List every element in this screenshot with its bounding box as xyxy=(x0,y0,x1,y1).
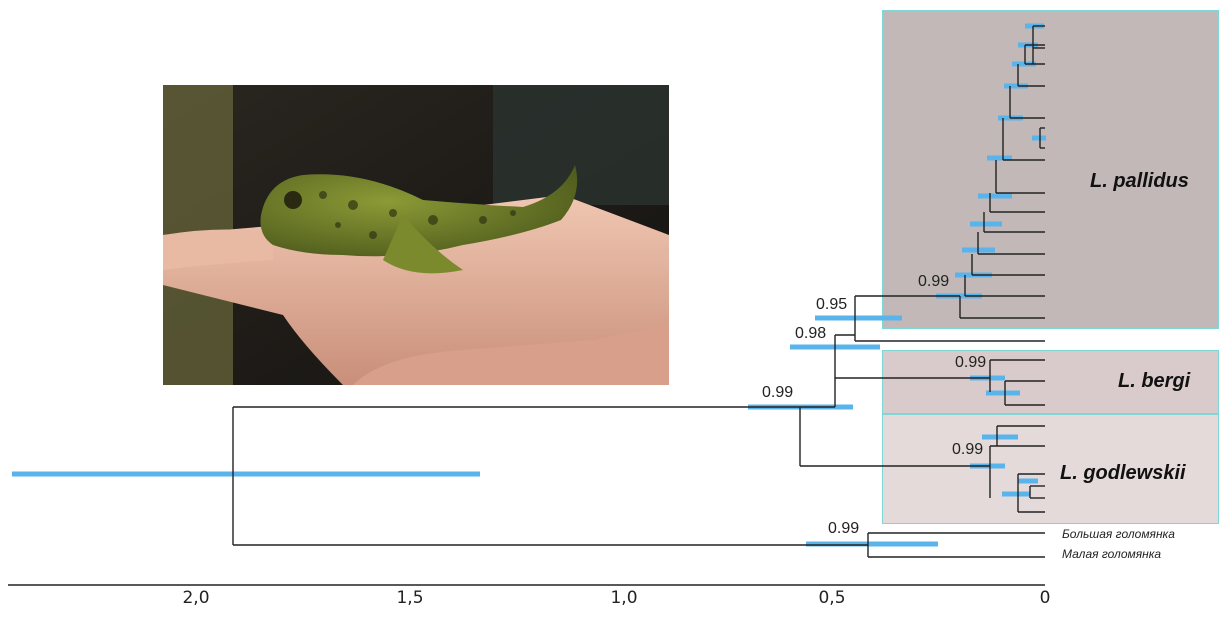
axis-tick-label: 1,0 xyxy=(610,588,638,608)
hpd-interval-bar xyxy=(1012,61,1036,67)
axis-tick-label: 1,5 xyxy=(396,588,424,608)
hpd-interval-bar xyxy=(970,221,1002,227)
tree-branches xyxy=(232,25,1045,558)
outgroup-label-small: Малая голомянка xyxy=(1062,547,1162,561)
axis-tick-label: 0,5 xyxy=(818,588,846,608)
axis-tick-label: 2,0 xyxy=(182,588,210,608)
fish-photo xyxy=(163,85,669,385)
hpd-interval-bar xyxy=(987,155,1012,161)
axis-tick-label: 0 xyxy=(1039,588,1051,608)
hpd-interval-bar xyxy=(982,434,1018,440)
hpd-interval-bar xyxy=(12,471,480,477)
clade-box-bergi xyxy=(882,350,1219,414)
hpd-interval-bar xyxy=(815,315,902,321)
clade-box-pallidus xyxy=(882,10,1219,329)
support-root-outgroup: 0.99 xyxy=(828,520,860,537)
fish-in-hand-image xyxy=(163,85,669,385)
hpd-interval-bar xyxy=(986,390,1020,396)
support-godlewskii-crown: 0.99 xyxy=(952,441,984,458)
support-pallidus-stem: 0.95 xyxy=(816,296,848,313)
support-bergi-crown: 0.99 xyxy=(955,354,987,371)
clade-box-godlewskii xyxy=(882,414,1219,524)
hpd-interval-bar xyxy=(1032,135,1046,141)
clade-label-pallidus: L. pallidus xyxy=(1090,170,1189,192)
hpd-interval-bar xyxy=(806,541,938,547)
outgroup-label-large: Большая голомянка xyxy=(1062,527,1175,541)
support-pallidus-crown: 0.99 xyxy=(918,273,950,290)
clade-label-bergi: L. bergi xyxy=(1118,370,1191,392)
support-bergi-pallidus: 0.98 xyxy=(795,325,827,342)
hpd-interval-bar xyxy=(1002,491,1030,497)
hpd-interval-bar xyxy=(1004,83,1028,89)
support-main: 0.99 xyxy=(762,384,794,401)
clade-label-godlewskii: L. godlewskii xyxy=(1060,462,1186,484)
hpd-interval-bar xyxy=(1018,478,1038,484)
hpd-interval-bar xyxy=(978,193,1012,199)
